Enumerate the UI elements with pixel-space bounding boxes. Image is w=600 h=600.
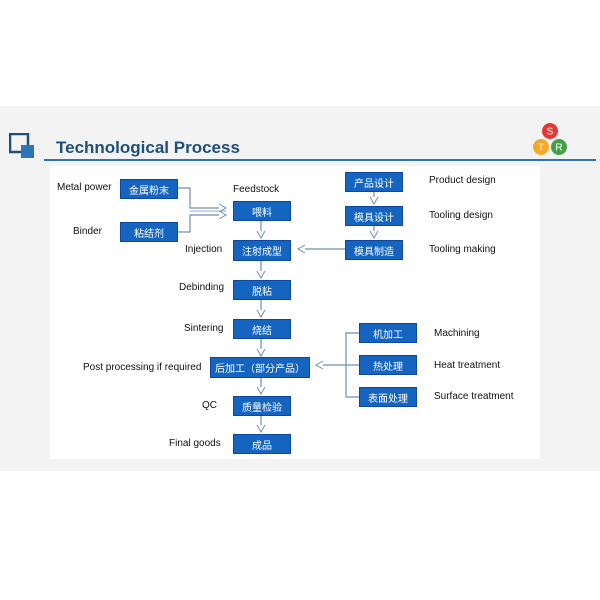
label-tooling-making: Tooling making: [429, 244, 496, 255]
label-surface-treatment: Surface treatment: [434, 391, 514, 402]
diagram-panel: [50, 166, 540, 459]
box-qc: 质量检验: [233, 396, 291, 416]
label-binder: Binder: [73, 226, 102, 237]
label-qc: QC: [202, 400, 217, 411]
logo-circle-t: [533, 139, 549, 155]
box-binder: 粘结剂: [120, 222, 178, 242]
logo-letter-t: T: [538, 143, 544, 154]
str-logo-icon: S T R: [533, 123, 567, 155]
label-machining: Machining: [434, 328, 480, 339]
section-marker-icon: [9, 133, 34, 158]
logo-circle-r: [551, 139, 567, 155]
label-heat-treatment: Heat treatment: [434, 360, 501, 371]
box-sintering: 烧结: [233, 319, 291, 339]
label-sintering: Sintering: [184, 323, 224, 334]
label-tooling-design: Tooling design: [429, 210, 493, 221]
label-injection: Injection: [185, 244, 223, 255]
label-metal-power: Metal power: [57, 182, 112, 193]
box-heat-treatment: 热处理: [359, 355, 417, 375]
page-title: Technological Process: [56, 138, 240, 157]
box-final-goods: 成品: [233, 434, 291, 454]
box-debinding: 脱粘: [233, 280, 291, 300]
title-underline: [44, 159, 596, 161]
box-machining: 机加工: [359, 323, 417, 343]
label-final-goods: Final goods: [169, 438, 221, 449]
logo-circle-s: [542, 123, 558, 139]
label-post-processing: Post processing if required: [83, 362, 202, 373]
label-product-design: Product design: [429, 175, 496, 186]
box-tooling-design: 模具设计: [345, 206, 403, 226]
box-surface-treatment: 表面处理: [359, 387, 417, 407]
box-feedstock: 喂料: [233, 201, 291, 221]
box-metal-powder: 金属粉末: [120, 179, 178, 199]
box-tooling-making: 模具制造: [345, 240, 403, 260]
label-feedstock: Feedstock: [233, 184, 280, 195]
box-product-design: 产品设计: [345, 172, 403, 192]
label-debinding: Debinding: [179, 282, 225, 293]
logo-letter-r: R: [555, 143, 562, 154]
box-injection: 注射成型: [233, 240, 291, 261]
box-post-processing: 后加工（部分产品）: [210, 357, 310, 378]
logo-letter-s: S: [547, 127, 554, 138]
